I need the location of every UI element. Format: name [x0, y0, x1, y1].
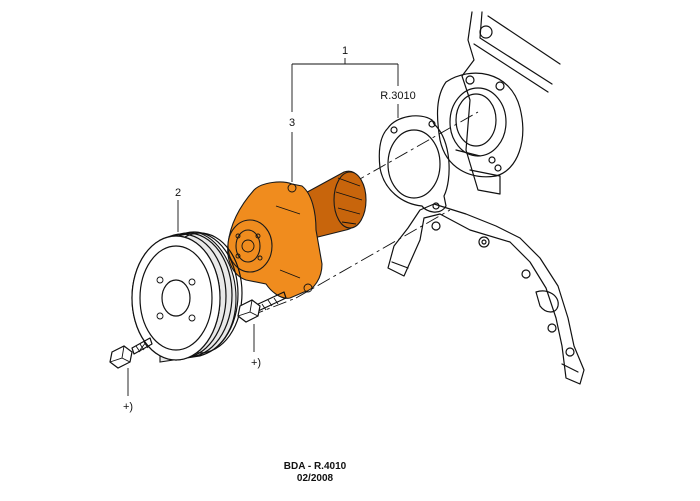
callout-gasket-reference: R.3010: [380, 90, 415, 102]
pump-impeller: [333, 171, 367, 229]
callout-leaders: [127, 58, 399, 396]
engine-housing: [436, 11, 561, 195]
callout-pump-3: 3: [289, 117, 295, 129]
callout-bolt-note-left: +): [123, 401, 133, 413]
timing-cover-gasket: [387, 203, 585, 385]
pump-bolt: [237, 291, 287, 323]
water-pump: [227, 170, 367, 299]
pump-pulley: [131, 231, 243, 363]
pulley-bolt: [109, 337, 153, 369]
callout-assembly-1: 1: [342, 45, 348, 57]
footer-date: 02/2008: [297, 473, 334, 484]
callout-bolt-note-right: +): [251, 357, 261, 369]
callout-pulley-2: 2: [175, 187, 181, 199]
footer-reference: BDA - R.4010: [284, 461, 347, 472]
